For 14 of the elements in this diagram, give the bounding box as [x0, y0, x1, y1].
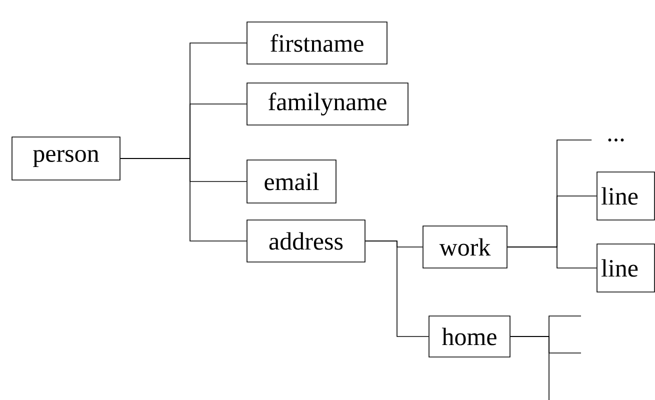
tree-box: firstname — [246, 22, 388, 64]
connector-line — [120, 158, 247, 242]
tree-box: address — [246, 220, 366, 262]
tree-box: home — [428, 316, 510, 358]
tree-box: line — [596, 244, 655, 292]
tree-box: familyname — [246, 82, 408, 126]
tree-box: email — [246, 160, 336, 204]
connector-line — [510, 336, 550, 400]
tree-box: person — [12, 136, 120, 180]
tree-label: ... — [608, 138, 624, 142]
tree-box: line — [596, 172, 655, 220]
tree-box: work — [422, 226, 508, 268]
connector-line — [507, 246, 597, 268]
connector-line — [365, 240, 429, 337]
